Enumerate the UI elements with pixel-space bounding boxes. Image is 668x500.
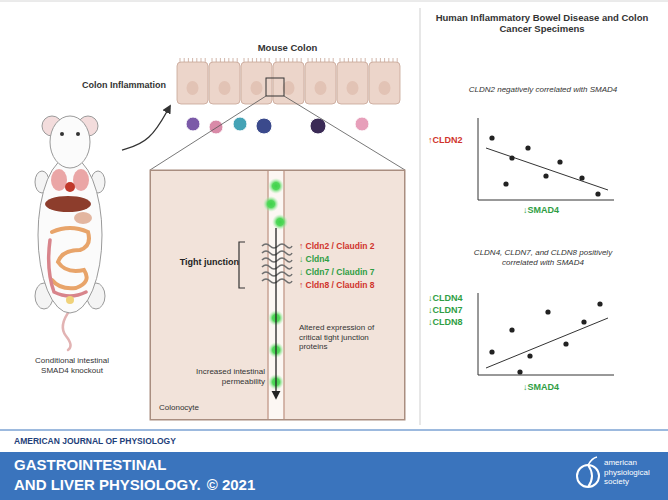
panel-heading: Mouse Colon	[170, 42, 405, 53]
gene-change: ↑ Cldn8 / Claudin 8	[299, 280, 403, 290]
axis-label: ↓SMAD4	[516, 205, 566, 216]
scatter-plot: CLDN2 negatively correlated with SMAD4 ↑C…	[428, 85, 628, 220]
plot-caption: CLDN2 negatively correlated with SMAD4	[468, 85, 618, 95]
banner-rule	[0, 430, 668, 431]
copyright: © 2021	[207, 476, 256, 494]
mouse-figure	[35, 116, 105, 350]
structure-label: Tight junction	[157, 257, 239, 268]
zoom-box: Tight junction ↑ Cldn2 / Claudin 2 ↓ Cldn4…	[150, 170, 405, 420]
flux-arrow	[275, 228, 276, 398]
zoom-box-ground	[150, 170, 405, 420]
scatter-plot-axes	[478, 118, 614, 375]
edge-label: Colon Inflammation	[80, 80, 168, 91]
journal-banner	[0, 452, 668, 500]
gene-change: ↓ Cldn4	[299, 254, 403, 264]
epithelium	[177, 58, 400, 104]
journal-title: GASTROINTESTINAL	[14, 456, 167, 474]
gene-change: ↑ Cldn2 / Claudin 2	[299, 241, 403, 251]
top-rule	[0, 1, 668, 2]
journal-title: AND LIVER PHYSIOLOGY.	[14, 476, 201, 494]
connector-arrow	[122, 106, 170, 150]
journal-name: AMERICAN JOURNAL OF PHYSIOLOGY	[14, 436, 176, 446]
axis-label: ↓SMAD4	[516, 382, 566, 393]
bracket	[239, 242, 245, 288]
plot-caption: CLDN4, CLDN7, and CLDN8 positively corre…	[468, 248, 618, 267]
society-logo	[577, 457, 599, 487]
axis-label: ↓CLDN4 ↓CLDN7 ↓CLDN8	[428, 292, 474, 328]
scatter-plot: CLDN4, CLDN7, and CLDN8 positively corre…	[428, 248, 628, 398]
mouse-panel: Conditional intestinal SMAD4 knockout	[22, 112, 122, 388]
figure-caption: Conditional intestinal SMAD4 knockout	[22, 356, 122, 375]
gene-change: ↓ Cldn7 / Claudin 7	[299, 267, 403, 277]
zoom-line	[150, 96, 266, 170]
tight-junction-strands	[262, 244, 292, 283]
zoom-line	[284, 96, 405, 170]
cell-label: Colonocyte	[159, 403, 249, 413]
zoom-square	[266, 78, 284, 96]
axis-label: ↑CLDN2	[428, 135, 476, 146]
note: Increased intestinal permeability	[173, 367, 265, 386]
colon-panel: Mouse Colon	[170, 40, 405, 120]
panel-heading: Human Inflammatory Bowel Disease and Col…	[432, 12, 652, 35]
note: Altered expression of critical tight jun…	[299, 323, 399, 352]
society-logo-text: american physiological society	[604, 458, 664, 487]
divider	[420, 8, 421, 425]
